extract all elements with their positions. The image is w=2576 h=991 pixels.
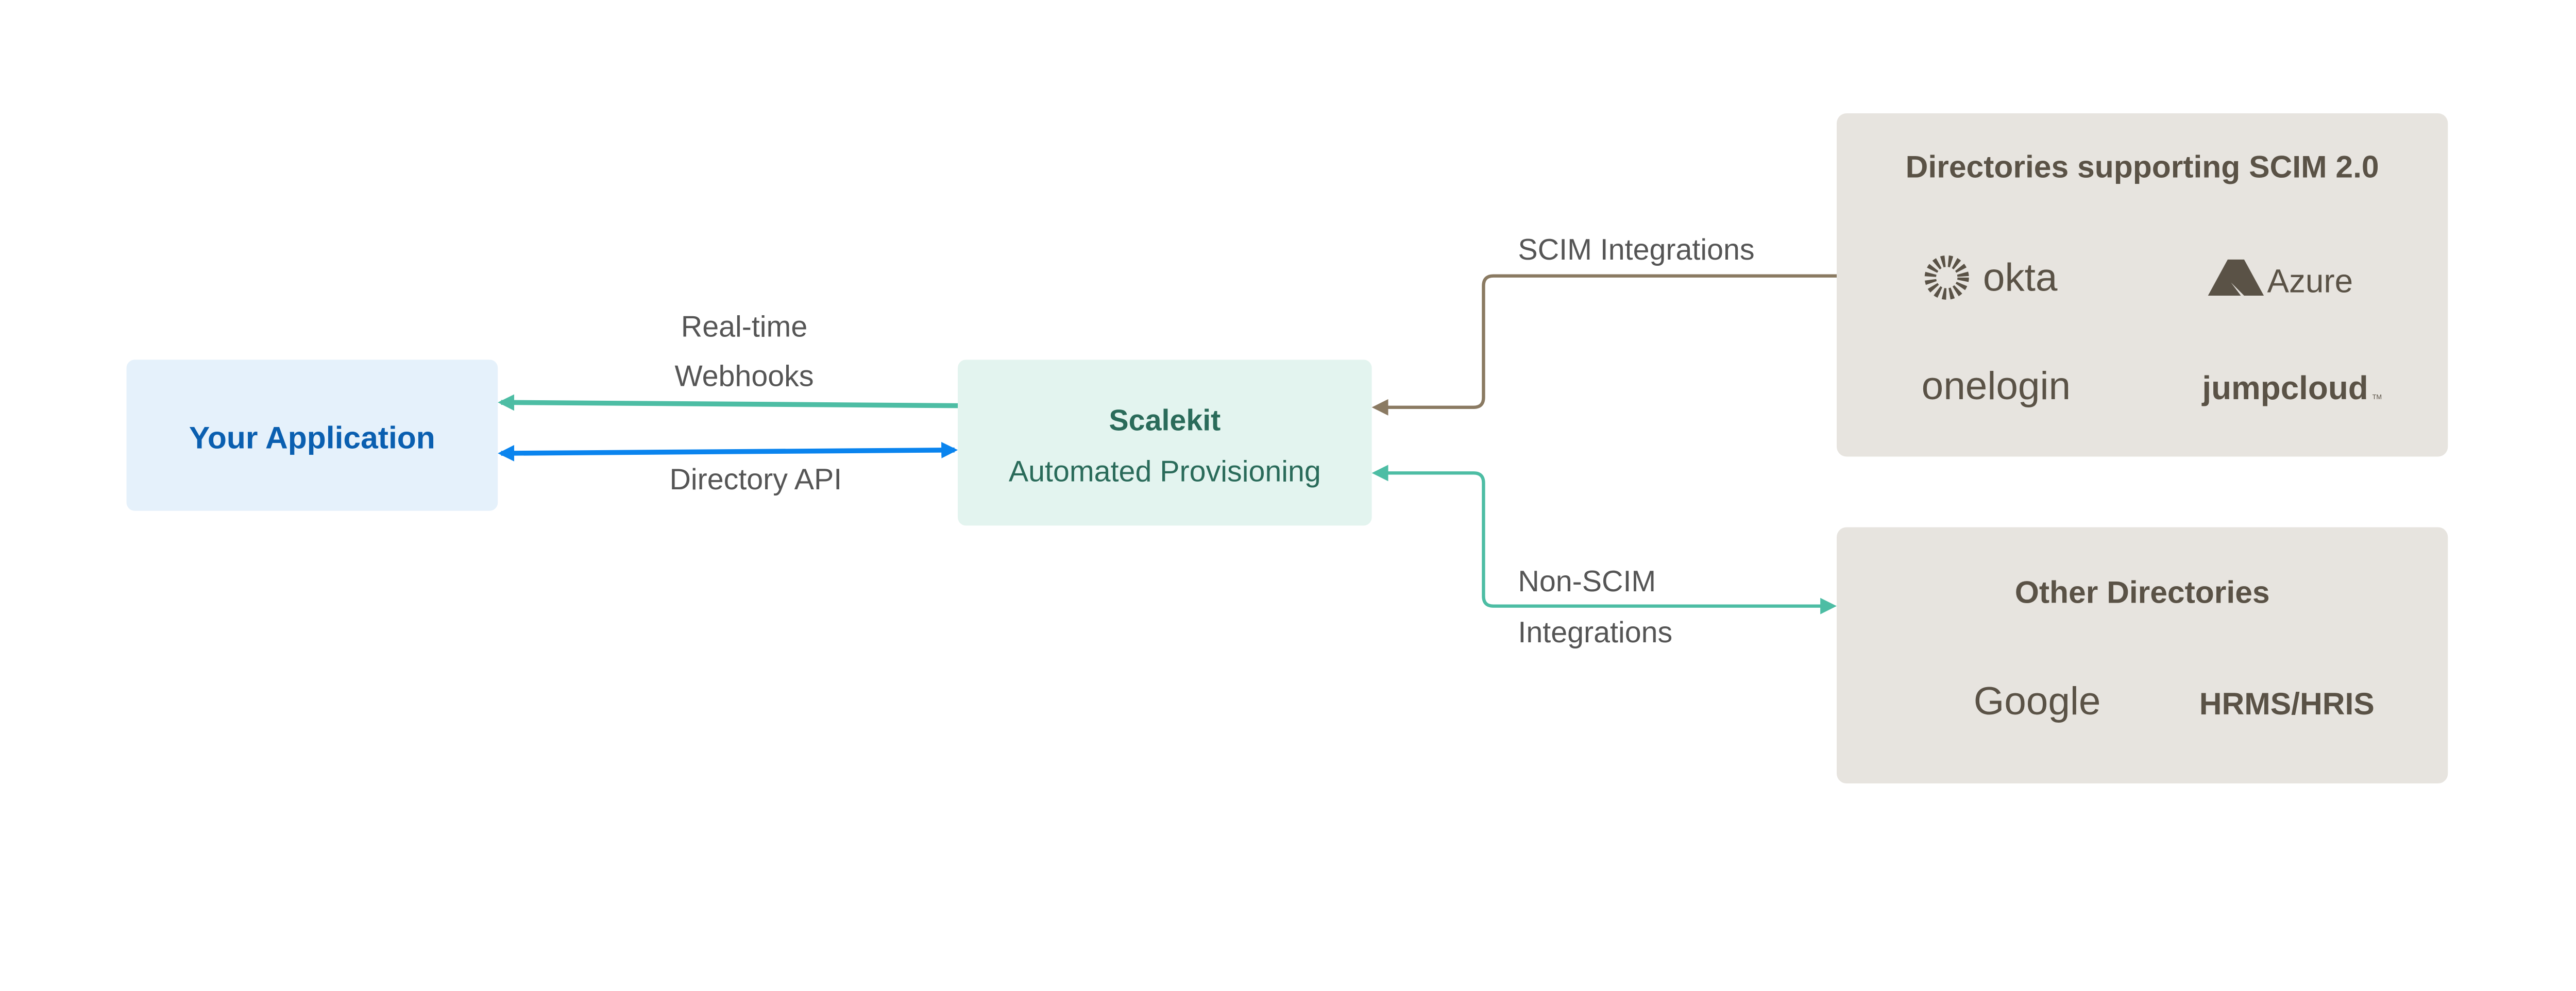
your-application-label: Your Application	[189, 420, 435, 455]
provisioning-diagram: Your Application Scalekit Automated Prov…	[126, 113, 2448, 784]
scim-integrations-label: SCIM Integrations	[1518, 233, 1754, 266]
non-scim-integrations-arrow	[1371, 465, 1837, 614]
hrms-hris-label: HRMS/HRIS	[2199, 686, 2375, 721]
scim-directories-title: Directories supporting SCIM 2.0	[1906, 149, 2379, 184]
azure-logo: Azure	[2208, 259, 2353, 300]
webhooks-label-line2: Webhooks	[674, 360, 814, 392]
webhooks-arrow	[498, 394, 958, 411]
scim-integrations-arrow	[1371, 274, 1837, 416]
scalekit-title: Scalekit	[1109, 404, 1221, 437]
non-scim-label-line1: Non-SCIM	[1518, 565, 1656, 598]
okta-sunburst-icon	[1924, 255, 1969, 300]
jumpcloud-trademark: TM	[2372, 393, 2382, 401]
scalekit-node: Scalekit Automated Provisioning	[958, 360, 1372, 526]
directory-api-label: Directory API	[669, 463, 842, 496]
okta-wordmark: okta	[1983, 255, 2058, 299]
webhooks-label-line1: Real-time	[681, 311, 808, 344]
azure-icon	[2208, 259, 2264, 296]
google-logo: Google	[1974, 679, 2101, 723]
onelogin-logo: onelogin	[1922, 364, 2071, 408]
azure-wordmark: Azure	[2267, 263, 2353, 300]
scalekit-subtitle: Automated Provisioning	[1009, 455, 1321, 488]
directory-api-arrow	[498, 441, 958, 462]
other-directories-title: Other Directories	[2015, 574, 2270, 609]
non-scim-label-line2: Integrations	[1518, 616, 1672, 649]
your-application-node: Your Application	[126, 360, 498, 511]
scim-directories-group: Directories supporting SCIM 2.0 okta Azu…	[1837, 113, 2448, 457]
jumpcloud-logo: jumpcloud	[2201, 369, 2368, 406]
other-directories-group: Other Directories Google HRMS/HRIS	[1837, 527, 2448, 784]
okta-logo: okta	[1924, 255, 2058, 300]
